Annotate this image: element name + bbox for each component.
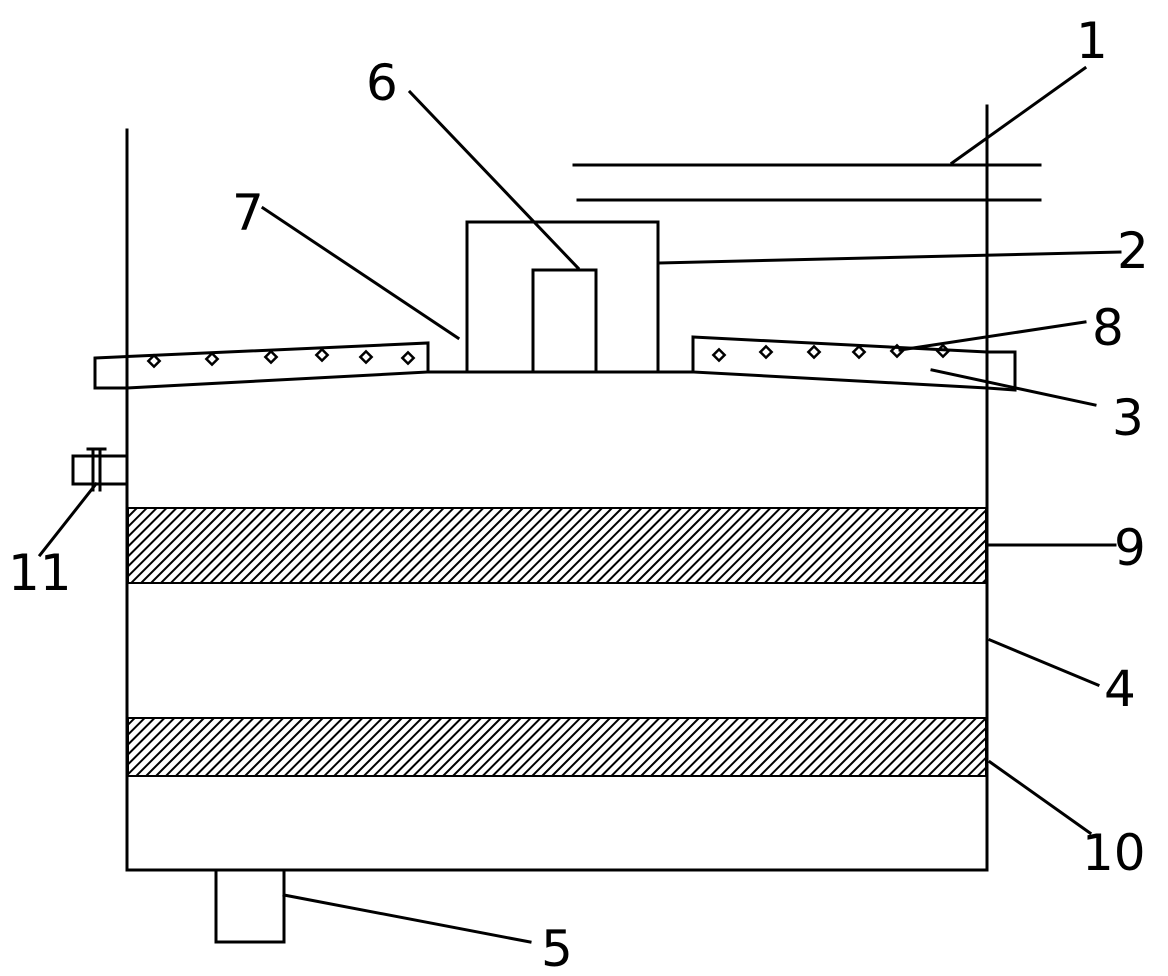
label-5: 5: [541, 920, 573, 976]
filter-layers: [127, 507, 987, 777]
part-labels: 1 2 3 4 5 6 7 8 9 10 11: [8, 12, 1149, 976]
side-valve: [71, 447, 129, 492]
label-10: 10: [1082, 824, 1146, 882]
right-tray-holes: [711, 343, 951, 363]
label-8: 8: [1092, 299, 1124, 357]
label-11: 11: [8, 544, 72, 602]
label-6: 6: [366, 54, 398, 112]
leader-lines: [37, 65, 1122, 944]
left-tray-holes: [146, 347, 416, 369]
right-tray: [656, 335, 1017, 392]
label-2: 2: [1117, 222, 1149, 280]
label-3: 3: [1112, 389, 1144, 447]
central-housing: [465, 220, 660, 374]
label-4: 4: [1104, 660, 1136, 718]
label-9: 9: [1114, 519, 1146, 577]
left-tray: [93, 341, 469, 390]
top-plates: [572, 163, 1042, 202]
label-1: 1: [1076, 12, 1108, 70]
bottom-outlet: [214, 868, 286, 944]
label-7: 7: [232, 184, 264, 242]
